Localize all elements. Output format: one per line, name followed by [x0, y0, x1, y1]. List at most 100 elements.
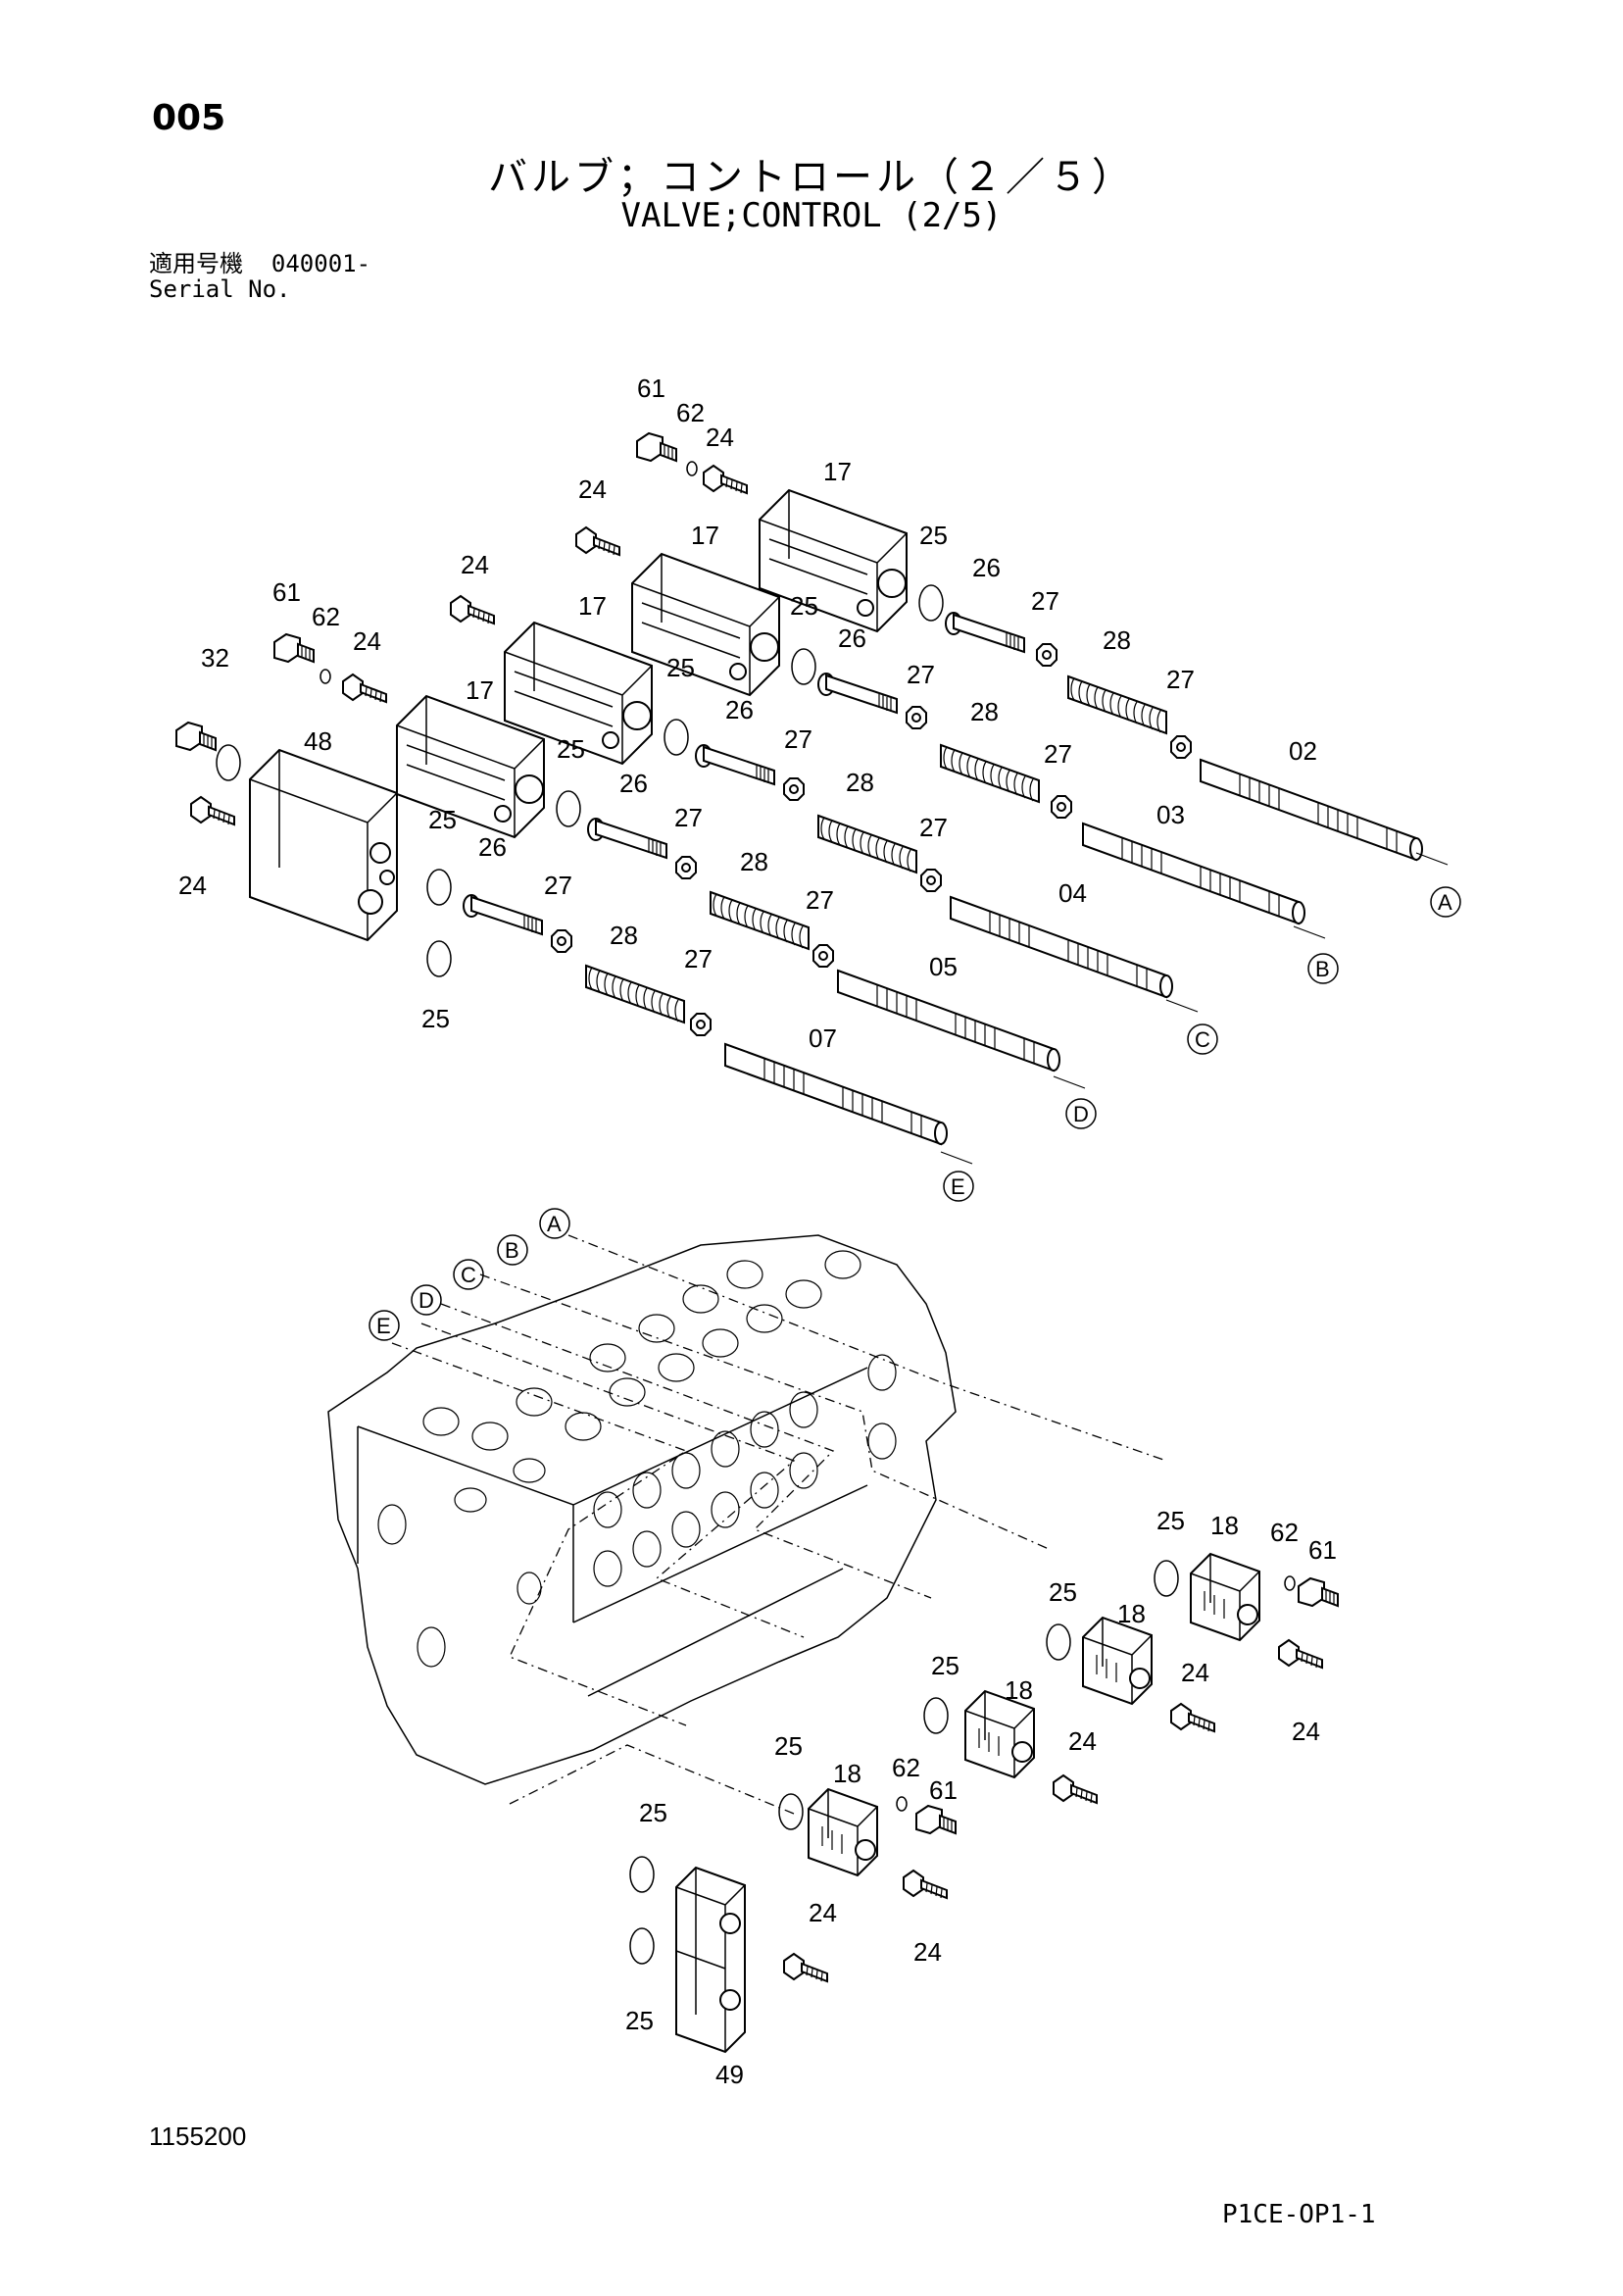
callout-17: 17 — [691, 521, 719, 550]
title-english: VALVE;CONTROL (2/5) — [620, 196, 1003, 235]
spring-28-b — [940, 744, 1040, 803]
ref-d-upper: D — [1073, 1102, 1089, 1126]
callout-61: 61 — [929, 1775, 958, 1805]
screw-24-r3 — [450, 595, 495, 624]
screw-24-cap-b — [1170, 1703, 1215, 1732]
bolt-26-c — [695, 744, 775, 785]
nut-27-b — [906, 706, 927, 729]
oring-32 — [216, 744, 241, 781]
valve-body-block — [327, 1234, 957, 1785]
reference-markers: A B C D E A B C D E — [369, 886, 1461, 1341]
callout-18: 18 — [833, 1759, 861, 1788]
title-japanese: バルブ；コントロール（２／５） — [488, 155, 1135, 200]
callout-27: 27 — [1031, 586, 1059, 616]
callout-27: 27 — [806, 885, 834, 915]
nut-27-e — [551, 929, 572, 953]
nut-27-d — [675, 856, 697, 879]
callout-27: 27 — [684, 944, 713, 973]
cover-49 — [675, 1866, 746, 2054]
oring-62-cap-d — [896, 1796, 908, 1812]
serial-number-block: 適用号機 040001- Serial No. — [149, 251, 370, 302]
oring-62-top — [686, 461, 698, 476]
callout-62: 62 — [676, 398, 705, 427]
callout-25: 25 — [931, 1651, 959, 1680]
oring-25-cap-c — [923, 1697, 949, 1734]
ref-d-lower: D — [418, 1288, 434, 1313]
callout-49: 49 — [715, 2060, 744, 2089]
page-code: 005 — [152, 98, 226, 138]
spool-04 — [950, 896, 1173, 998]
cover-48 — [249, 748, 398, 942]
oring-25-b — [791, 648, 816, 685]
nut-27-c — [783, 777, 805, 801]
serial-label-en: Serial No. — [149, 275, 291, 303]
cap-18-b — [1082, 1617, 1153, 1705]
callout-25: 25 — [774, 1731, 803, 1761]
cap-18-a — [1190, 1553, 1260, 1641]
ref-e-lower: E — [376, 1314, 391, 1338]
callout-25: 25 — [557, 734, 585, 764]
callout-17: 17 — [466, 675, 494, 705]
callout-18: 18 — [1005, 1675, 1033, 1705]
spring-28-a — [1067, 675, 1167, 734]
plug-61-left — [273, 633, 315, 663]
callout-48: 48 — [304, 726, 332, 756]
serial-label-jp: 適用号機 — [149, 250, 243, 277]
callout-24: 24 — [809, 1898, 837, 1927]
screw-24-r4 — [342, 674, 387, 703]
ref-a-upper: A — [1438, 890, 1452, 915]
callout-24: 24 — [1181, 1658, 1209, 1687]
oring-25-cap-a — [1154, 1560, 1179, 1597]
callout-24: 24 — [353, 626, 381, 656]
ref-c-upper: C — [1195, 1027, 1210, 1052]
cover-17-b — [631, 553, 780, 696]
nut-27-c2 — [920, 869, 942, 892]
callout-24: 24 — [461, 550, 489, 579]
cover-17-a — [759, 489, 908, 632]
nut-27-e2 — [690, 1013, 712, 1036]
callout-61: 61 — [1308, 1535, 1337, 1565]
oring-25-d — [556, 790, 581, 827]
ref-e-upper: E — [951, 1174, 965, 1199]
callout-24: 24 — [913, 1937, 942, 1967]
callout-24: 24 — [178, 871, 207, 900]
callout-02: 02 — [1289, 736, 1317, 766]
screw-24-cap-a — [1278, 1639, 1323, 1669]
callout-17: 17 — [578, 591, 607, 621]
spring-28-e — [585, 965, 685, 1023]
callout-32: 32 — [201, 643, 229, 673]
cap-18-d — [808, 1788, 878, 1876]
oring-25-cap-b — [1046, 1623, 1071, 1661]
callout-28: 28 — [610, 921, 638, 950]
callout-25: 25 — [639, 1798, 667, 1827]
screw-24-cap-d — [903, 1870, 948, 1899]
oring-25-c — [664, 719, 689, 756]
nut-27-b2 — [1051, 795, 1072, 819]
ref-c-lower: C — [461, 1263, 476, 1287]
callout-26: 26 — [478, 832, 507, 862]
oring-25-a — [918, 584, 944, 622]
callout-labels: 61 62 24 17 24 17 25 26 24 27 28 61 62 2… — [178, 374, 1337, 2089]
screw-24-r2 — [575, 526, 620, 556]
bolt-26-e — [463, 894, 543, 935]
callout-62: 62 — [892, 1753, 920, 1782]
oring-25-cap-d — [778, 1793, 804, 1830]
oring-25-e — [426, 869, 452, 906]
callout-24: 24 — [578, 474, 607, 504]
callout-27: 27 — [1166, 665, 1195, 694]
spool-05 — [837, 970, 1060, 1072]
callout-61: 61 — [272, 577, 301, 607]
callout-25: 25 — [625, 2006, 654, 2035]
oring-62-left — [320, 669, 331, 684]
callout-25: 25 — [1049, 1577, 1077, 1607]
callout-28: 28 — [740, 847, 768, 876]
screw-24-cover-49 — [783, 1953, 828, 1982]
callout-28: 28 — [970, 697, 999, 726]
oring-25-cap-f — [629, 1927, 655, 1965]
callout-27: 27 — [919, 813, 948, 842]
callout-05: 05 — [929, 952, 958, 981]
callout-18: 18 — [1210, 1511, 1239, 1540]
spool-03 — [1082, 823, 1305, 924]
screw-24-left — [190, 796, 235, 825]
callout-25: 25 — [1156, 1506, 1185, 1535]
